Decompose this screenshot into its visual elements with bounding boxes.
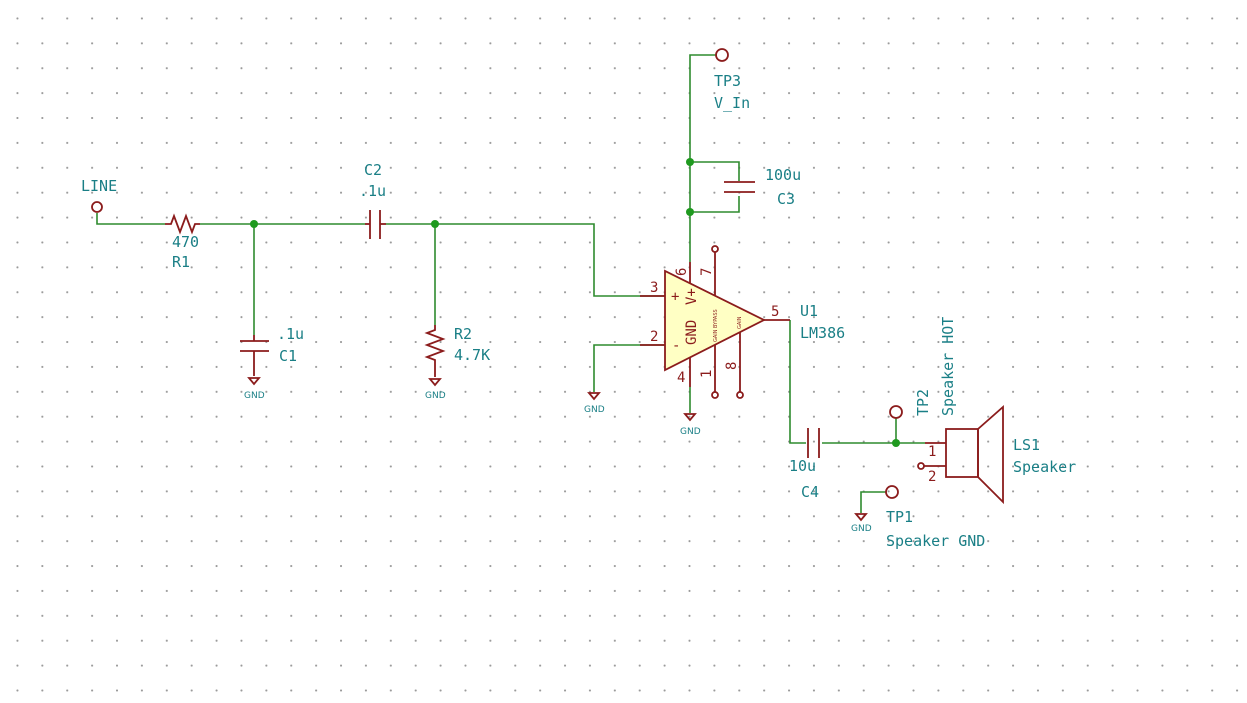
gnd-symbol-u1: GND <box>680 413 701 437</box>
speaker-cone-icon <box>977 405 1004 505</box>
u1-value: LM386 <box>800 324 845 342</box>
wire-line-in[interactable] <box>96 213 165 225</box>
c2-value: .1u <box>359 182 386 200</box>
ground-icon <box>683 413 697 422</box>
pin-number-7: 7 <box>699 268 715 276</box>
tp1-value: Speaker GND <box>886 532 985 550</box>
tp3-value: V_In <box>714 94 750 112</box>
resistor-zigzag-icon <box>424 325 446 377</box>
pin-open-end <box>711 391 719 399</box>
c1-ref: C1 <box>279 347 297 365</box>
tp3-ref: TP3 <box>714 72 741 90</box>
gnd-symbol-r2: GND <box>425 378 446 401</box>
wire-output[interactable] <box>789 320 806 444</box>
capacitor-c2[interactable]: C2 .1u <box>359 161 386 239</box>
r2-value: 4.7K <box>454 346 490 364</box>
ground-icon <box>587 392 601 401</box>
ground-icon <box>854 513 868 522</box>
c2-ref: C2 <box>364 161 382 179</box>
ls1-value: Speaker <box>1013 458 1076 476</box>
resistor-zigzag-icon <box>165 213 200 235</box>
testpoint-tp1[interactable]: TP1 Speaker GND <box>885 485 985 550</box>
junction-dot <box>686 208 694 216</box>
pin-number-5: 5 <box>771 304 779 320</box>
inner-minus: - <box>672 338 680 354</box>
wires <box>96 54 925 513</box>
gnd-label: GND <box>425 391 446 401</box>
inner-gain-2: GAIN <box>737 316 743 329</box>
resistor-r2[interactable]: R2 4.7K <box>424 325 490 377</box>
r2-ref: R2 <box>454 325 472 343</box>
pin-number-2: 2 <box>650 329 658 345</box>
r1-value: 470 <box>172 233 199 251</box>
line-input-connector[interactable]: LINE <box>81 177 117 213</box>
gnd-symbol-pin2: GND <box>584 392 605 415</box>
pin-open-end <box>917 462 925 470</box>
testpoint-circle-icon <box>715 48 729 62</box>
inner-vplus: V+ <box>684 288 700 305</box>
gnd-label: GND <box>851 524 872 534</box>
gnd-label: GND <box>244 391 265 401</box>
junction-dot <box>892 439 900 447</box>
speaker-ls1[interactable]: 1 2 LS1 Speaker <box>917 405 1076 505</box>
opamp-triangle-body <box>664 269 767 372</box>
testpoint-tp2[interactable]: TP2 Speaker HOT <box>889 317 957 419</box>
wire-c2-input[interactable] <box>386 223 665 297</box>
ls1-ref: LS1 <box>1013 436 1040 454</box>
wire-vin-rail[interactable] <box>689 54 717 262</box>
junction-dot <box>250 220 258 228</box>
wire-c3-bottom[interactable] <box>690 196 740 213</box>
u1-ref: U1 <box>800 302 818 320</box>
inner-gnd: GND <box>684 320 700 345</box>
gnd-label: GND <box>584 405 605 415</box>
ground-icon <box>247 377 261 386</box>
tp1-ref: TP1 <box>886 508 913 526</box>
line-in-label: LINE <box>81 177 117 195</box>
ground-icon <box>428 378 442 387</box>
r1-ref: R1 <box>172 253 190 271</box>
wire-pin2-gnd[interactable] <box>593 344 665 392</box>
testpoint-circle-icon <box>885 485 899 499</box>
ls1-pin-2: 2 <box>928 469 936 485</box>
tp2-value: Speaker HOT <box>939 317 957 416</box>
c3-ref: C3 <box>777 190 795 208</box>
resistor-r1[interactable]: 470 R1 <box>165 213 200 271</box>
wire-tp1-gnd[interactable] <box>860 491 886 513</box>
capacitor-c1[interactable]: .1u C1 <box>240 325 304 376</box>
pin-number-3: 3 <box>650 280 658 296</box>
capacitor-c4[interactable]: 10u C4 <box>789 428 820 501</box>
tp2-ref: TP2 <box>914 389 932 416</box>
pin-open-end <box>711 245 719 253</box>
pin-number-1: 1 <box>699 370 715 378</box>
c4-ref: C4 <box>801 483 819 501</box>
pin-open-end <box>736 391 744 399</box>
connector-circle-icon <box>91 201 103 213</box>
speaker-body <box>945 428 979 478</box>
testpoint-tp3[interactable]: TP3 V_In <box>714 48 750 112</box>
opamp-u1-lm386[interactable]: 3 2 4 5 6 7 1 8 + - GND V+ GAIN BYPASS G… <box>640 245 845 399</box>
gnd-symbol-c1: GND <box>244 377 265 401</box>
inner-gain-1: GAIN <box>713 329 719 342</box>
c3-value: 100u <box>765 166 801 184</box>
pin-number-4: 4 <box>677 370 685 386</box>
inner-plus: + <box>671 289 679 305</box>
gnd-label: GND <box>680 427 701 437</box>
inner-bypass: BYPASS <box>713 309 719 328</box>
junction-dot <box>431 220 439 228</box>
capacitor-c3[interactable]: 100u C3 <box>724 166 801 208</box>
testpoint-circle-icon <box>889 405 903 419</box>
c4-value: 10u <box>789 457 816 475</box>
pin-number-8: 8 <box>724 362 740 370</box>
junction-dot <box>686 158 694 166</box>
ls1-pin-1: 1 <box>928 444 936 460</box>
c1-value: .1u <box>277 325 304 343</box>
junctions <box>250 158 900 447</box>
wire-c3-top[interactable] <box>690 161 740 181</box>
pin-number-6: 6 <box>674 268 690 276</box>
gnd-symbol-tp1: GND <box>851 513 872 534</box>
